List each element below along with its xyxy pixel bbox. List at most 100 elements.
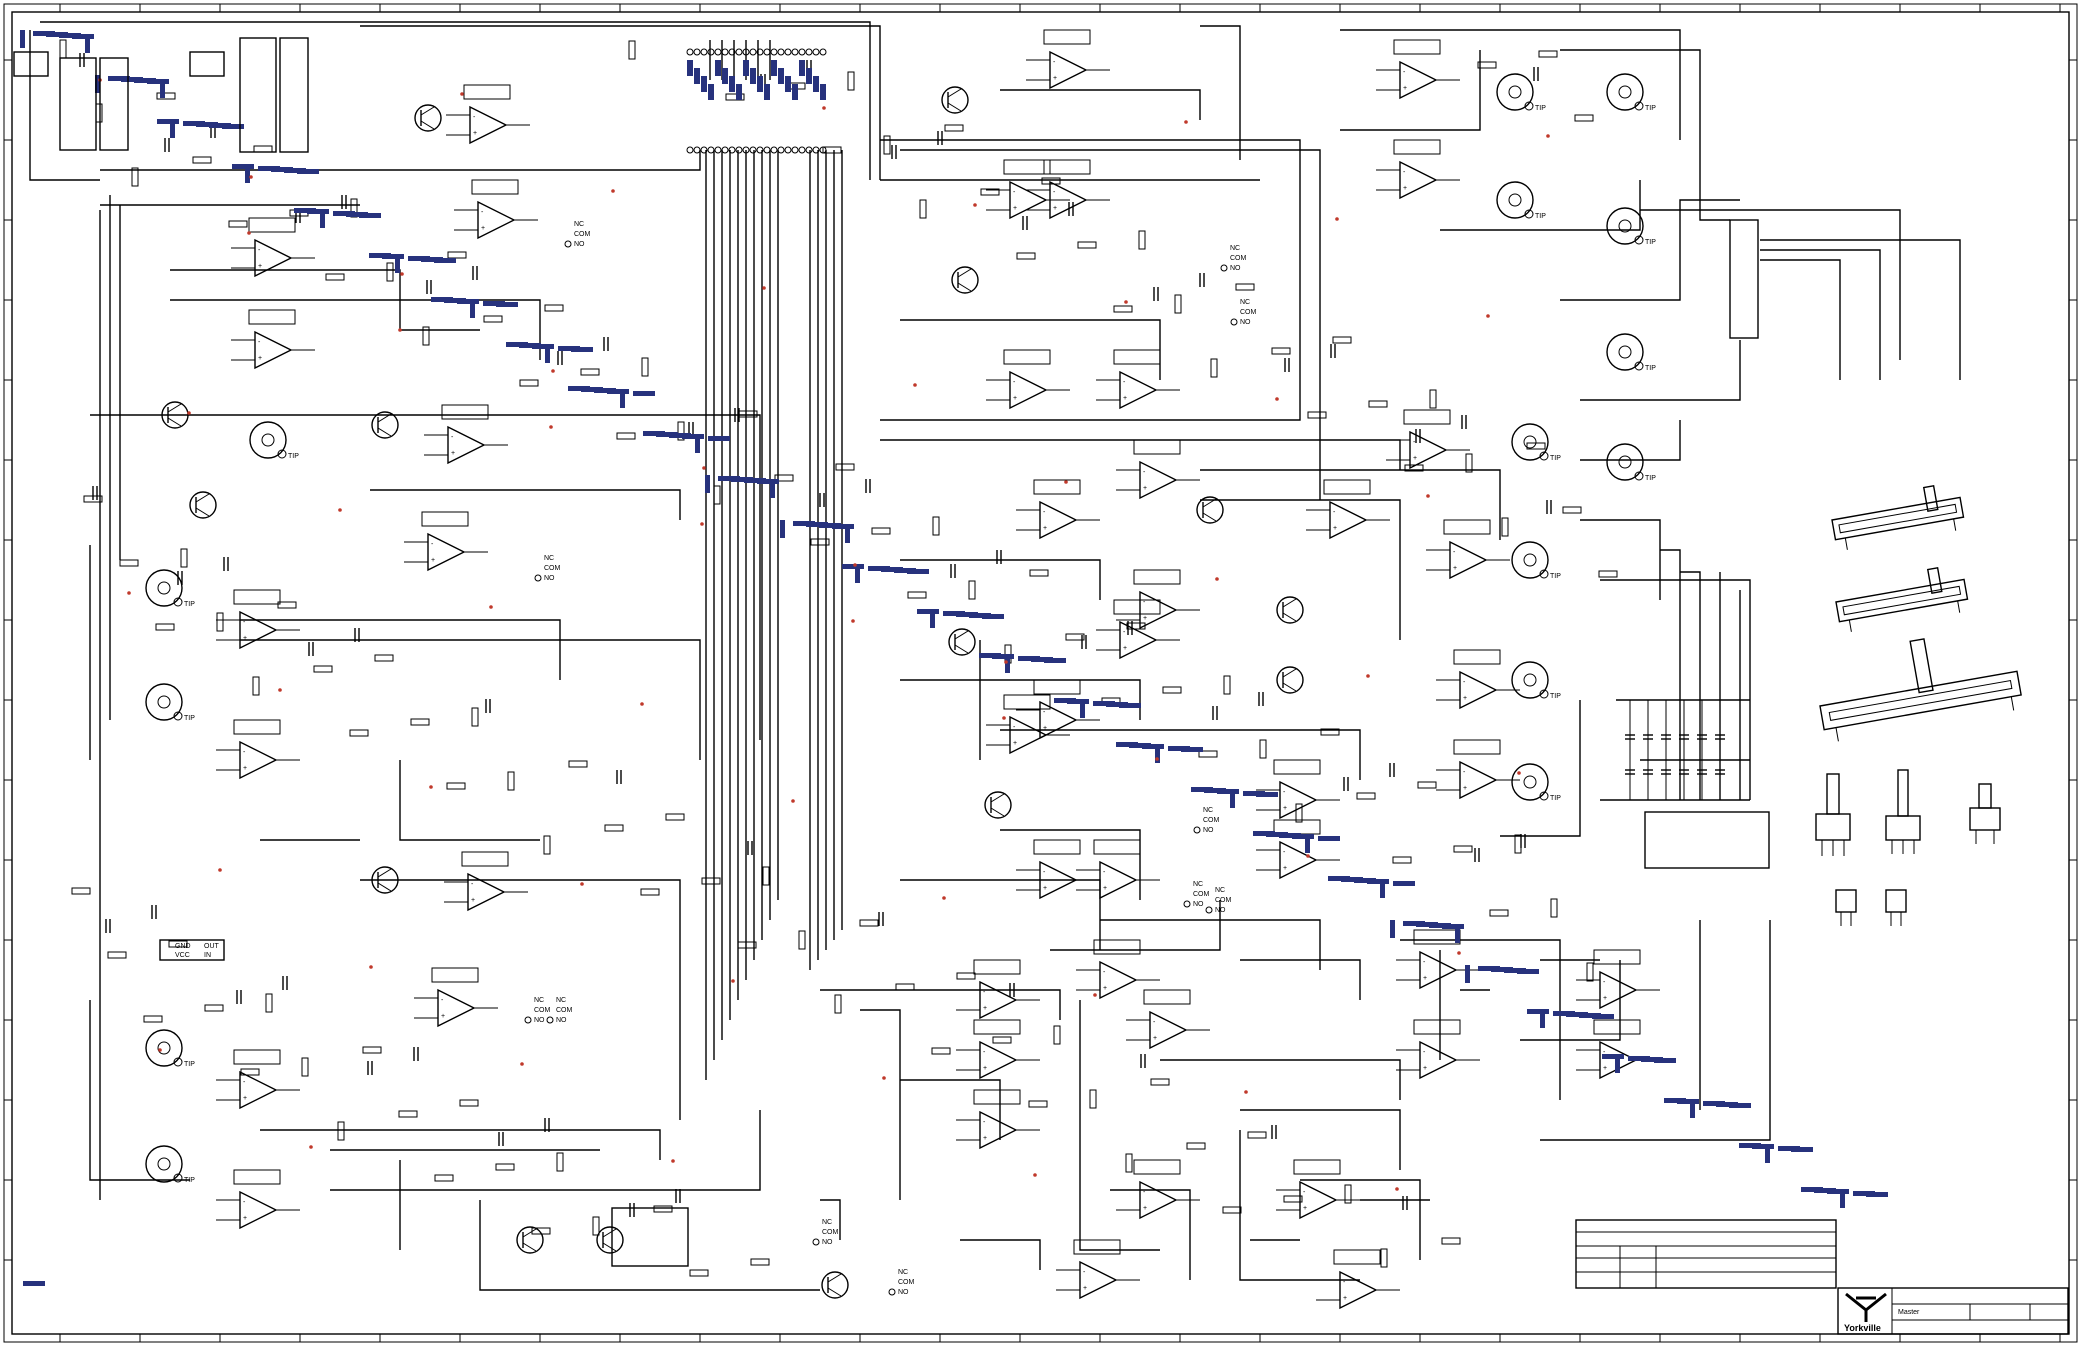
tip-label: TIP <box>1645 475 1656 482</box>
header-pin <box>735 48 743 56</box>
net-label-tag <box>1181 747 1203 752</box>
header-tag <box>750 68 756 84</box>
header-tag <box>806 68 812 84</box>
opamp-pin-inv: - <box>1143 599 1146 606</box>
opamp-symbol <box>254 238 293 278</box>
tip-label: TIP <box>1550 795 1561 802</box>
opamp-pin-inv: - <box>1083 1269 1086 1276</box>
net-label-tag <box>519 343 541 348</box>
resistor <box>859 919 879 927</box>
feedback-box <box>1113 599 1161 615</box>
resistor <box>1210 358 1218 378</box>
resistor <box>1501 517 1509 537</box>
wire-route <box>1340 29 1681 140</box>
transistor <box>371 866 399 894</box>
junction-dot <box>1457 951 1461 955</box>
resistor <box>1077 241 1097 249</box>
junction-dot <box>218 868 222 872</box>
net-label-tag <box>1540 1010 1545 1028</box>
opamp-pin-noninv: + <box>1283 805 1287 812</box>
net-label-tag <box>1654 1058 1676 1063</box>
junction-dot <box>549 425 553 429</box>
net-label-tag <box>421 257 443 262</box>
opamp-pin-noninv: + <box>1123 395 1127 402</box>
jack-core <box>1508 193 1522 207</box>
header-tag <box>701 76 707 92</box>
opamp-pin-inv: - <box>1143 1189 1146 1196</box>
opamp-symbol <box>1139 590 1178 630</box>
resistor <box>119 559 139 567</box>
tip-label: TIP <box>1550 573 1561 580</box>
net-label-tag <box>1478 966 1500 971</box>
header-pin <box>812 48 820 56</box>
resistor <box>847 71 855 91</box>
resistor <box>956 972 976 980</box>
resistor <box>337 1121 345 1141</box>
net-label-tag <box>682 434 704 439</box>
net-label-tag <box>571 347 593 352</box>
feedback-box <box>973 1019 1021 1035</box>
header-pin <box>721 48 729 56</box>
wire <box>957 268 972 278</box>
resistor <box>325 273 345 281</box>
wire <box>1282 682 1297 692</box>
resistor <box>1368 400 1388 408</box>
wire <box>195 493 210 503</box>
net-label-tag <box>1279 833 1301 838</box>
junction-dot <box>731 979 735 983</box>
header-tag <box>715 60 721 76</box>
junction-dot <box>1275 397 1279 401</box>
net-label-tag <box>708 436 730 441</box>
resistor <box>252 676 260 696</box>
yorkville-logo-icon <box>1845 1292 1887 1322</box>
junction-dot <box>187 411 191 415</box>
header-pin <box>742 146 750 154</box>
opamp-pin-inv: - <box>1463 769 1466 776</box>
net-label-tag <box>1416 922 1438 927</box>
resistor <box>180 548 188 568</box>
opamp-pin-inv: - <box>1413 439 1416 446</box>
resistor <box>459 1099 479 1107</box>
opamp-pin-noninv: + <box>243 1095 247 1102</box>
feedback-box <box>1393 39 1441 55</box>
transistor <box>161 401 189 429</box>
jack-core <box>157 1157 171 1171</box>
wire-route <box>399 760 540 841</box>
switch-com-label: COM <box>1193 891 1210 898</box>
resistor <box>653 1205 673 1213</box>
wire-route <box>1660 549 1681 800</box>
transistor <box>371 411 399 439</box>
net-label-tag <box>568 386 590 391</box>
header-pin <box>721 146 729 154</box>
wire <box>377 868 392 878</box>
header-pin <box>777 146 785 154</box>
resistor <box>1162 686 1182 694</box>
resistor-network <box>59 39 1618 1277</box>
wire-route <box>40 21 871 180</box>
net-label-tag <box>496 302 518 307</box>
resistor <box>556 1152 564 1172</box>
resistor <box>1283 1195 1303 1203</box>
net-label-tag <box>1442 924 1464 929</box>
opamp-pin-inv: - <box>1053 59 1056 66</box>
net-label-tag <box>819 523 841 528</box>
junction-dot <box>1306 854 1310 858</box>
net-label-tag <box>1853 1191 1875 1196</box>
wire-route <box>1760 239 1961 380</box>
net-label-tag <box>855 565 860 583</box>
net-label-tag <box>1615 1055 1620 1073</box>
feedback-box <box>1033 679 1081 695</box>
opamp-pin-noninv: + <box>1043 725 1047 732</box>
opamp-pin-noninv: + <box>1453 565 1457 572</box>
resistor <box>301 1057 309 1077</box>
feedback-box <box>1003 159 1051 175</box>
wire-route <box>1760 259 1841 380</box>
junction-dot <box>309 1145 313 1149</box>
opamp-symbol <box>1079 1260 1118 1300</box>
jack-core <box>1508 85 1522 99</box>
net-label-tag <box>506 342 528 347</box>
junction-dot <box>551 369 555 373</box>
net-label-tag <box>108 76 130 81</box>
opamp-symbol <box>1099 860 1138 900</box>
